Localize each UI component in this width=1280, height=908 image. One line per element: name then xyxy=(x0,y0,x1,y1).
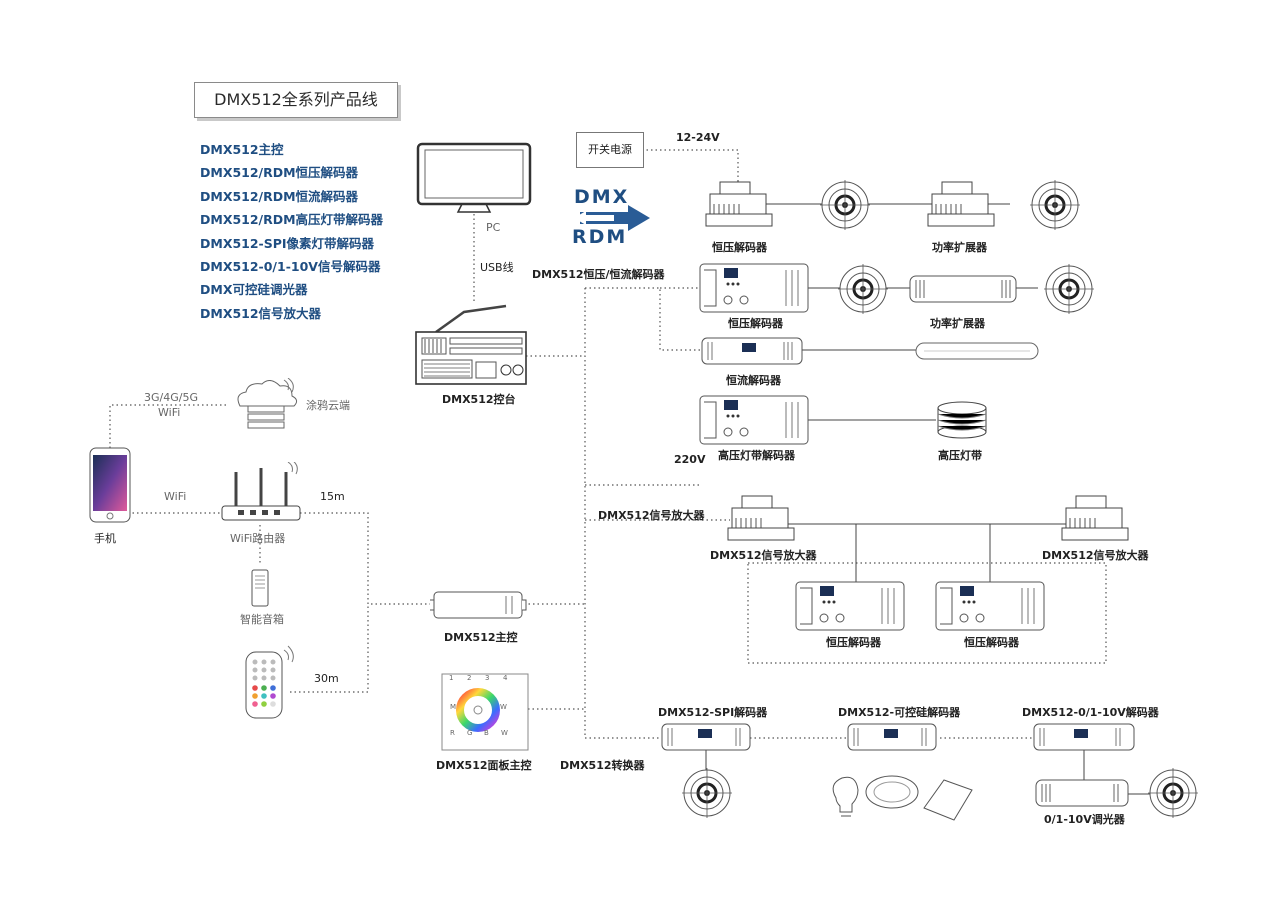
router-label: WiFi路由器 xyxy=(230,532,286,545)
cv-decoder-box-icon xyxy=(935,581,1045,631)
series-item: DMX512/RDM高压灯带解码器 xyxy=(200,212,384,228)
spotlight-icon xyxy=(1044,264,1094,314)
page-title: DMX512全系列产品线 xyxy=(194,82,398,118)
panel-key-2: 2 xyxy=(467,674,472,682)
panel-key-1: 1 xyxy=(449,674,454,682)
cv-decoder-box-icon xyxy=(795,581,905,631)
panel-key-w: W xyxy=(500,703,507,711)
cloud-icon xyxy=(237,378,298,429)
usb-label: USB线 xyxy=(480,261,514,274)
series-item: DMX512/RDM恒流解码器 xyxy=(200,188,359,204)
panel-key-4: 4 xyxy=(503,674,508,682)
power-repeater-1-label: 功率扩展器 xyxy=(932,241,987,254)
phone-to-cloud-line xyxy=(109,404,228,448)
amp-2-label: DMX512信号放大器 xyxy=(1042,549,1149,562)
phone-network-label: 3G/4G/5G xyxy=(144,391,198,404)
console-label: DMX512控台 xyxy=(442,393,516,406)
amp-1-label: DMX512信号放大器 xyxy=(710,549,817,562)
bulb-downlight-panel-icon xyxy=(832,775,973,821)
pc-monitor-icon xyxy=(416,142,532,213)
spotlight-icon xyxy=(838,264,888,314)
panel-key-3: 3 xyxy=(485,674,490,682)
decoder-group-label: DMX512恒压/恒流解码器 xyxy=(532,268,665,281)
amp-group-label: DMX512信号放大器 xyxy=(598,509,705,522)
product-series-list: DMX512主控 DMX512/RDM恒压解码器 DMX512/RDM恒流解码器… xyxy=(200,138,383,325)
hv-decoder-icon xyxy=(699,395,809,445)
master-label: DMX512主控 xyxy=(444,631,518,644)
smartphone-icon xyxy=(89,447,131,523)
panel-key-m: M xyxy=(450,703,457,711)
remote-link-line xyxy=(290,604,369,693)
spotlight-icon xyxy=(1148,768,1198,818)
series-item: DMX512-0/1-10V信号解码器 xyxy=(200,258,381,274)
amp-group-box xyxy=(747,562,1107,664)
phone-wifi-label: WiFi xyxy=(158,406,181,419)
cloud-label: 涂鸦云端 xyxy=(306,399,350,412)
pc-label: PC xyxy=(486,221,501,234)
series-item: DMX512-SPI像素灯带解码器 xyxy=(200,235,375,251)
cv-decoder-4-label: 恒压解码器 xyxy=(964,636,1019,649)
linear-light-icon xyxy=(915,342,1039,360)
panel-key-w2: W xyxy=(501,729,508,737)
spotlight-icon xyxy=(1030,180,1080,230)
voltage-low-label: 12-24V xyxy=(676,131,720,144)
wifi-link-label: WiFi xyxy=(164,490,187,503)
phone-label: 手机 xyxy=(94,532,116,545)
cv-decoder-box-icon xyxy=(699,263,809,313)
range-15m-label: 15m xyxy=(320,490,345,503)
power-repeater-box-icon xyxy=(909,275,1017,303)
rdm-protocol-label: RDM xyxy=(572,226,628,248)
dmx-console-icon xyxy=(415,304,527,385)
panel-key-r: R xyxy=(450,729,455,737)
panel-key-b: B xyxy=(484,729,489,737)
wifi-router-icon xyxy=(221,462,301,521)
psu-line xyxy=(642,149,739,192)
series-item: DMX512/RDM恒压解码器 xyxy=(200,165,359,181)
smart-speaker-icon xyxy=(251,569,269,607)
converter-label: DMX512转换器 xyxy=(560,759,645,772)
series-item: DMX可控硅调光器 xyxy=(200,282,308,298)
voltage-high-label: 220V xyxy=(674,453,706,466)
psu-box: 开关电源 xyxy=(576,132,644,168)
panel-key-g: G xyxy=(467,729,473,737)
dmx-protocol-label: DMX xyxy=(574,186,630,208)
cv-decoder-3-label: 恒压解码器 xyxy=(826,636,881,649)
speaker-label: 智能音箱 xyxy=(240,613,284,626)
triac-decoder-icon xyxy=(847,723,937,751)
series-item: DMX512主控 xyxy=(200,142,284,157)
cv-decoder-1-label: 恒压解码器 xyxy=(712,241,767,254)
hv-strip-reel-icon xyxy=(937,401,987,439)
panel-label: DMX512面板主控 xyxy=(436,759,532,772)
power-repeater-2-label: 功率扩展器 xyxy=(930,317,985,330)
spotlight-icon xyxy=(820,180,870,230)
hv-decoder-label: 高压灯带解码器 xyxy=(718,449,795,462)
v010-decoder-label: DMX512-0/1-10V解码器 xyxy=(1022,706,1159,719)
cc-decoder-icon xyxy=(701,337,803,365)
triac-decoder-label: DMX512-可控硅解码器 xyxy=(838,706,961,719)
v010-decoder-icon xyxy=(1033,723,1135,751)
dimmer-010-icon xyxy=(1035,779,1129,807)
power-repeater-din-icon xyxy=(927,181,995,227)
cc-decoder-label: 恒流解码器 xyxy=(726,374,781,387)
router-to-master-line xyxy=(300,512,430,605)
bidirectional-arrow-icon xyxy=(574,205,650,231)
signal-amplifier-icon xyxy=(727,495,795,541)
series-item: DMX512信号放大器 xyxy=(200,305,322,321)
signal-amplifier-icon xyxy=(1061,495,1129,541)
cv-decoder-2-label: 恒压解码器 xyxy=(728,317,783,330)
decoder-branch-line xyxy=(585,287,702,351)
dmx-master-icon xyxy=(430,591,527,619)
dimmer-010-label: 0/1-10V调光器 xyxy=(1044,813,1125,826)
spi-decoder-label: DMX512-SPI解码器 xyxy=(658,706,768,719)
range-30m-label: 30m xyxy=(314,672,339,685)
spotlight-icon xyxy=(682,768,732,818)
touch-panel-icon xyxy=(441,673,529,751)
rf-remote-icon xyxy=(245,645,294,719)
din-decoder-icon xyxy=(705,181,773,227)
hv-strip-label: 高压灯带 xyxy=(938,449,982,462)
spi-decoder-icon xyxy=(661,723,751,751)
